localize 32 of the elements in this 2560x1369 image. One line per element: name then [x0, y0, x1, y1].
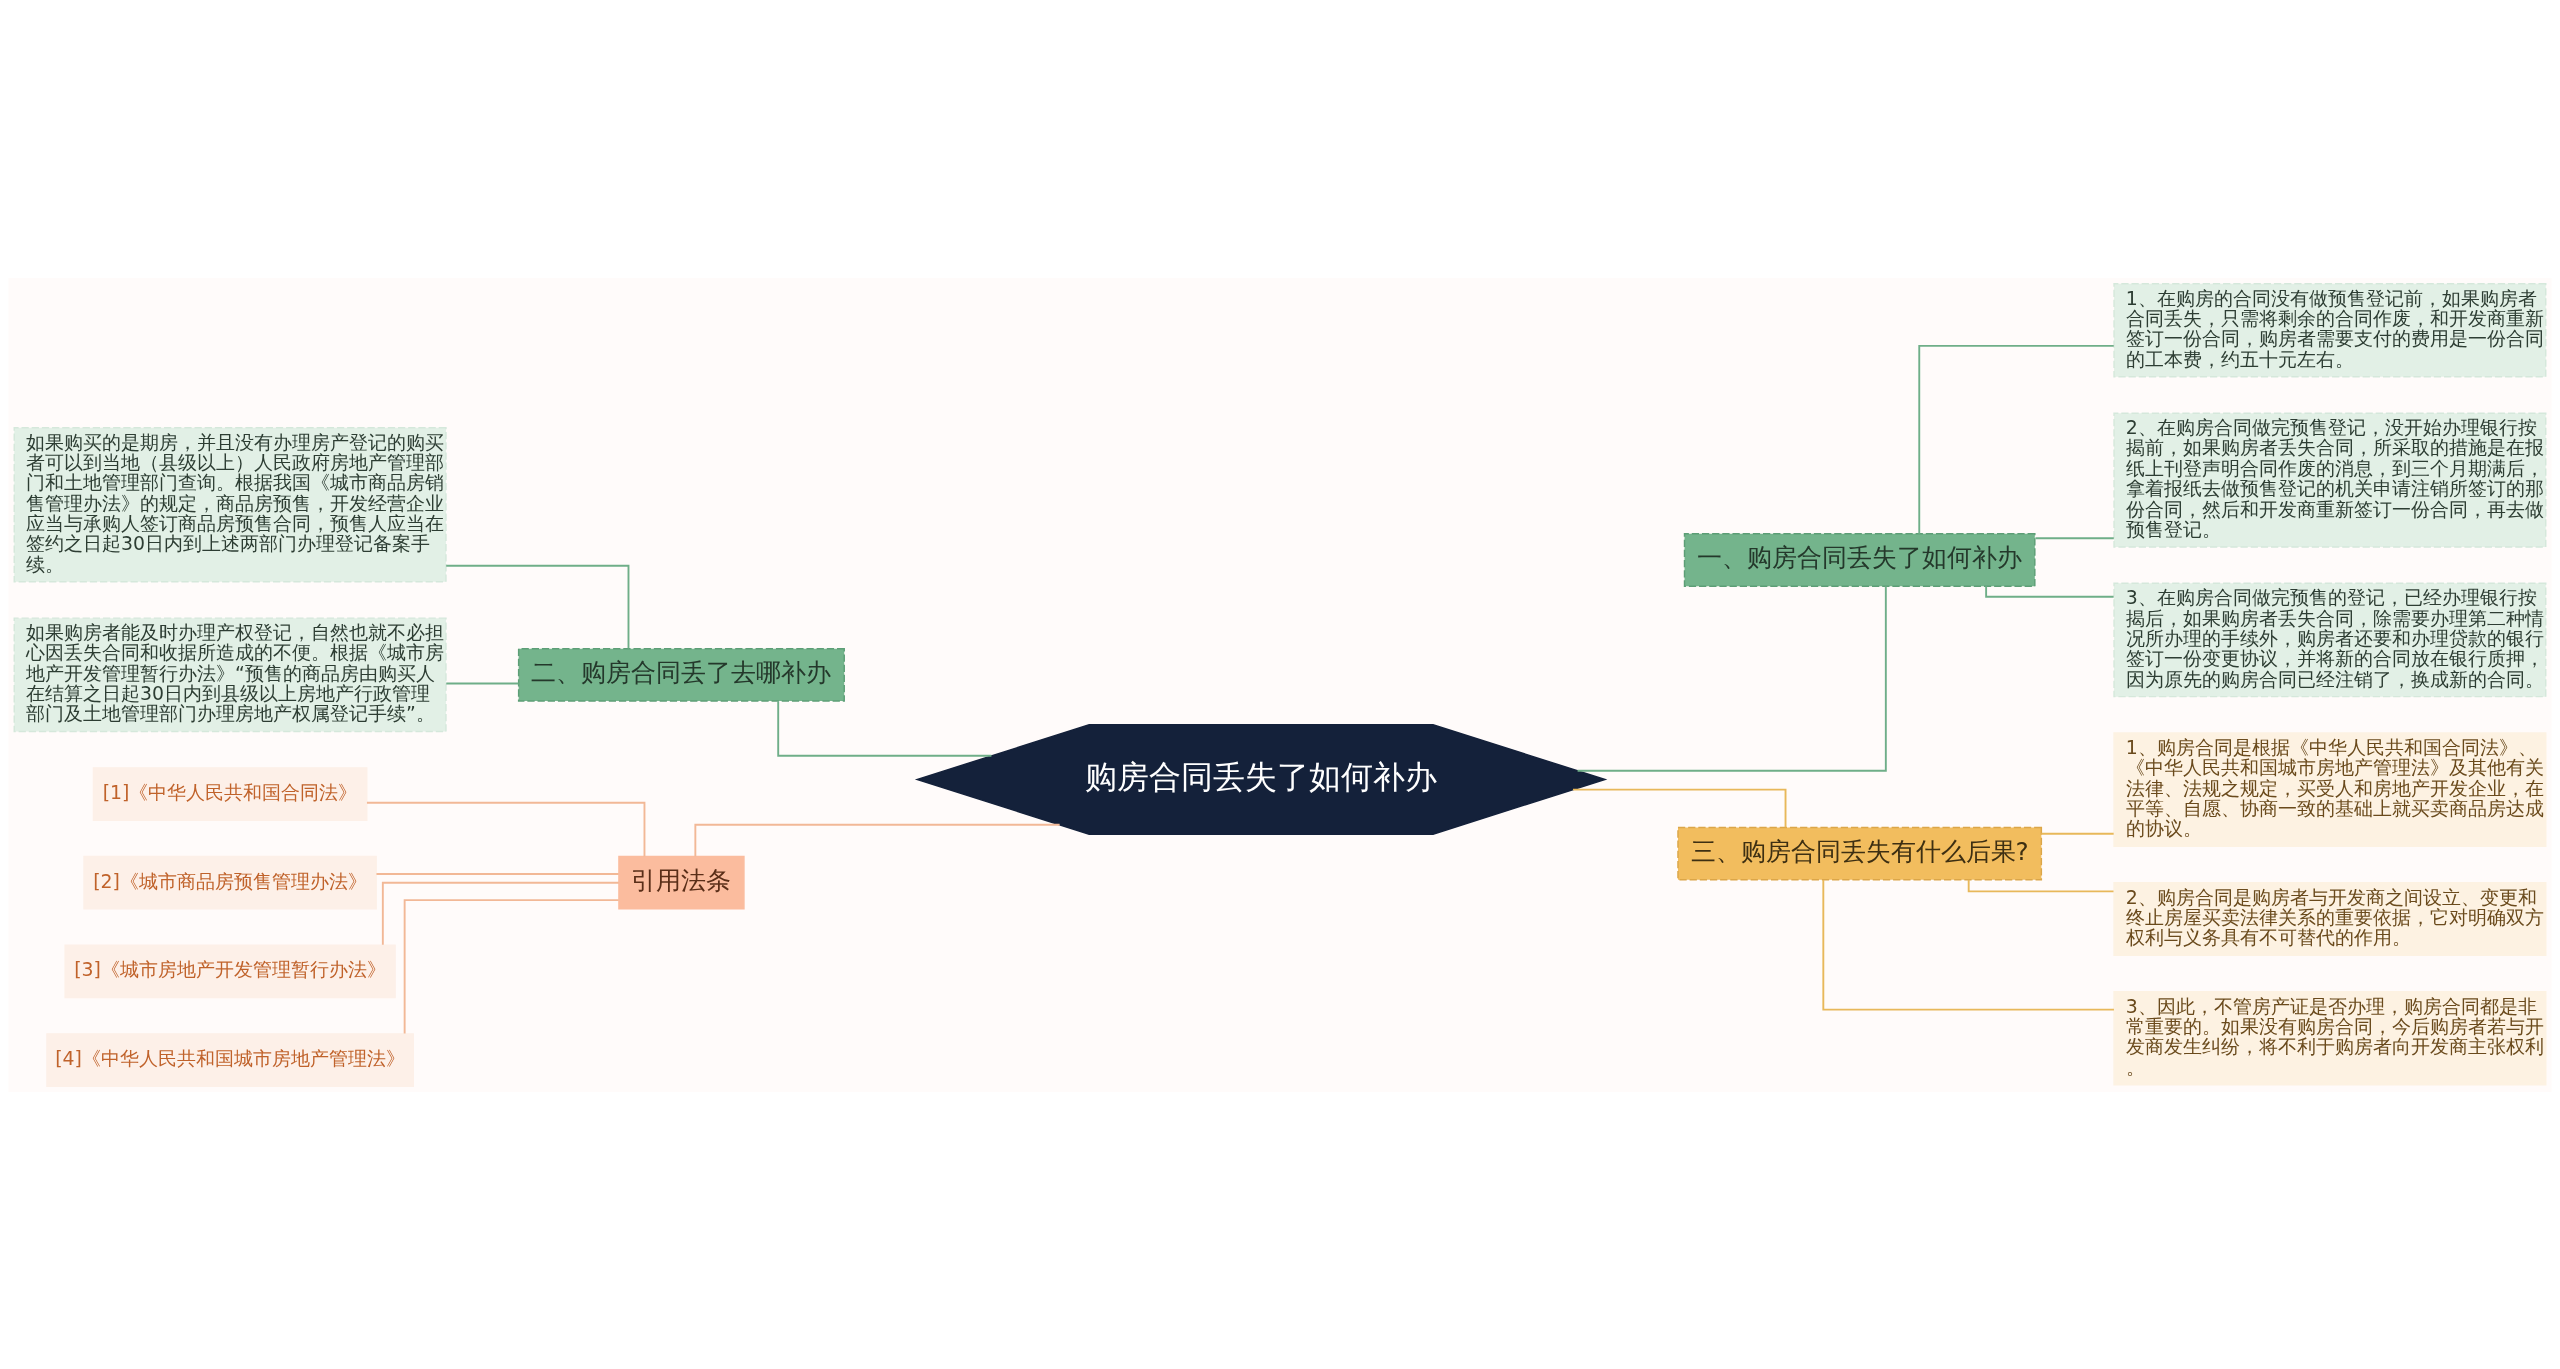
connector [375, 872, 620, 875]
node-box: 引用法条 [618, 855, 745, 910]
node-box: 三、购房合同丢失有什么后果? [1677, 826, 2043, 880]
node-box: 2、在购房合同做完预售登记，没开始办理银行按揭前，如果购房者丢失合同，所采取的措施是在报纸上刊登声明合同作废的消息，到三个月期满后，拿着报纸去做预售登记的机关申请注销所签订的那份合同，然后和开发商重新签订一份合同，再去做预售登记。 [2113, 411, 2547, 548]
node-box: [3]《城市房地产开发管理暂行办法》 [64, 943, 396, 998]
connector [2040, 832, 2115, 835]
connector [1576, 584, 1887, 772]
node-box: 如果购房者能及时办理产权登记，自然也就不必担心因丢失合同和收据所造成的不便。根据《城市房地产开发管理暂行办法》“预售的商品房由购买人在结算之日起30日内到县级以上房地产行政管理部门及土地管理部门办理房地产权属登记手续”。 [13, 616, 447, 732]
node-box: 1、在购房的合同没有做预售登记前，如果购房者合同丢失，只需将剩余的合同作废，和开发商重新签订一份合同，购房者需要支付的费用是一份合同的工本费，约五十元左右。 [2113, 282, 2547, 378]
node-box: 一、购房合同丢失了如何补办 [1683, 532, 2036, 587]
node-box: [4]《中华人民共和国城市房地产管理法》 [46, 1032, 414, 1087]
node-box: 1、购房合同是根据《中华人民共和国合同法》、《中华人民共和国城市房地产管理法》及其他有关法律、法规之规定，买受人和房地产开发企业，在平等、自愿、协商一致的基础上就买卖商品房达成的协议。 [2113, 731, 2547, 847]
connector [1822, 878, 2115, 1011]
node-box: 二、购房合同丢了去哪补办 [517, 647, 845, 702]
connector [2034, 536, 2115, 539]
connector [694, 823, 1061, 857]
connector [1967, 878, 2115, 892]
connector [366, 801, 646, 857]
node-box: 3、在购房合同做完预售的登记，已经办理银行按揭后，如果购房者丢失合同，除需要办理第二种情况所办理的手续外，购房者还要和办理贷款的银行签订一份变更协议，并将新的合同放在银行质押，因为原先的购房合同已经注销了，换成新的合同。 [2113, 582, 2547, 697]
connector [1918, 344, 2115, 535]
node-box: [1]《中华人民共和国合同法》 [92, 766, 368, 821]
connector [381, 881, 620, 946]
connector [777, 699, 993, 757]
node-box: [2]《城市商品房预售管理办法》 [83, 855, 377, 910]
connector [403, 898, 620, 1035]
node-box: 3、因此，不管房产证是否办理，购房合同都是非常重要的。如果没有购房合同，今后购房者若与开发商发生纠纷，将不利于购房者向开发商主张权利。 [2113, 990, 2547, 1085]
node-box: 如果购买的是期房，并且没有办理房产登记的购买者可以到当地（县级以上）人民政府房地产管理部门和土地管理部门查询。根据我国《城市商品房销售管理办法》的规定，商品房预售，开发经营企业应当与承购人签订商品房预售合同，预售人应当在签约之日起30日内到上述两部门办理登记备案手续。 [13, 426, 447, 583]
node-box: 2、购房合同是购房者与开发商之间设立、变更和终止房屋买卖法律关系的重要依据，它对明确双方权利与义务具有不可替代的作用。 [2113, 881, 2547, 956]
connector [445, 564, 630, 649]
connector [445, 682, 520, 684]
connector [1985, 584, 2115, 598]
connector [1572, 788, 1787, 828]
